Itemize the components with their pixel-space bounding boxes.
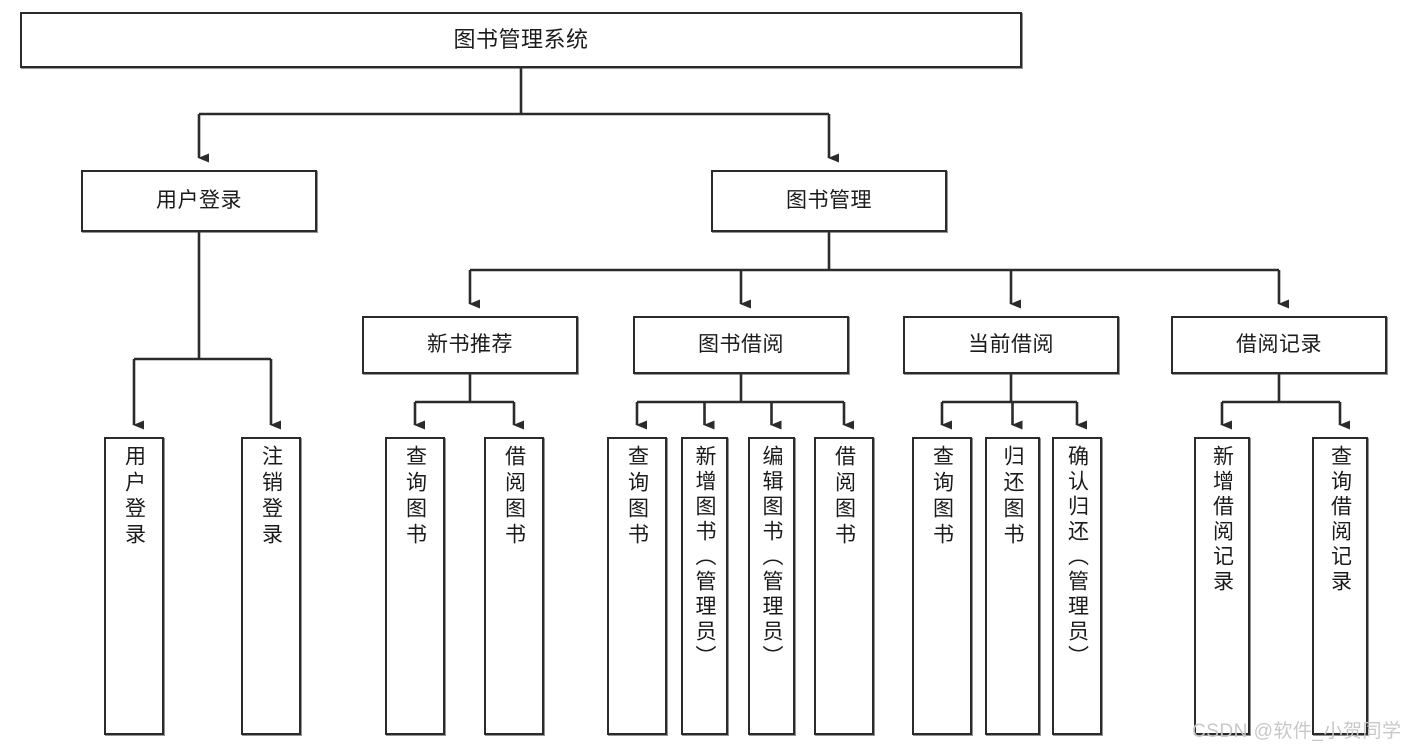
node-label: 用户登录 — [156, 188, 242, 212]
node-leaf-confirm-return-admin[interactable]: 确认归还（管理员） — [1052, 437, 1102, 735]
node-leaf-query-books-borrowing[interactable]: 查询图书 — [607, 437, 667, 735]
node-leaf-add-book-admin[interactable]: 新增图书（管理员） — [681, 437, 728, 735]
node-leaf-borrow-books-recommend[interactable]: 借阅图书 — [484, 437, 544, 735]
node-new-book-recommendation[interactable]: 新书推荐 — [362, 316, 578, 374]
node-label: 当前借阅 — [968, 332, 1054, 356]
node-label: 图书管理系统 — [453, 27, 589, 53]
node-label: 借阅图书 — [832, 445, 856, 549]
node-label: 图书借阅 — [698, 332, 784, 356]
node-root-book-management-system[interactable]: 图书管理系统 — [20, 12, 1022, 68]
node-current-borrowing[interactable]: 当前借阅 — [903, 316, 1119, 374]
node-leaf-edit-book-admin[interactable]: 编辑图书（管理员） — [748, 437, 795, 735]
node-leaf-user-logout[interactable]: 注销登录 — [241, 437, 301, 735]
node-label: 查询借阅记录 — [1328, 445, 1352, 595]
node-label: 新增借阅记录 — [1210, 445, 1234, 595]
node-book-management[interactable]: 图书管理 — [711, 170, 947, 232]
node-label: 确认归还（管理员） — [1065, 445, 1089, 670]
node-book-borrowing[interactable]: 图书借阅 — [633, 316, 849, 374]
node-label: 用户登录 — [122, 445, 146, 549]
node-label: 借阅记录 — [1236, 332, 1322, 356]
node-leaf-query-borrow-record[interactable]: 查询借阅记录 — [1312, 437, 1368, 735]
node-label: 编辑图书（管理员） — [760, 445, 783, 670]
node-leaf-borrow-books-borrowing[interactable]: 借阅图书 — [814, 437, 874, 735]
node-label: 查询图书 — [403, 445, 427, 549]
node-label: 查询图书 — [625, 445, 649, 549]
node-leaf-query-books-current[interactable]: 查询图书 — [912, 437, 972, 735]
node-label: 查询图书 — [930, 445, 954, 549]
node-label: 新增图书（管理员） — [693, 445, 716, 670]
node-label: 借阅图书 — [502, 445, 526, 549]
watermark-csdn: CSDN @软件_小贺同学 — [1192, 721, 1402, 742]
node-user-login[interactable]: 用户登录 — [81, 170, 317, 232]
node-borrowing-records[interactable]: 借阅记录 — [1171, 316, 1387, 374]
node-leaf-add-borrow-record[interactable]: 新增借阅记录 — [1194, 437, 1250, 735]
node-leaf-user-login[interactable]: 用户登录 — [104, 437, 164, 735]
node-leaf-return-books[interactable]: 归还图书 — [985, 437, 1040, 735]
node-label: 注销登录 — [259, 445, 283, 549]
node-leaf-query-books-recommend[interactable]: 查询图书 — [385, 437, 445, 735]
node-label: 图书管理 — [786, 188, 872, 212]
node-label: 归还图书 — [1001, 445, 1024, 549]
node-label: 新书推荐 — [427, 332, 513, 356]
